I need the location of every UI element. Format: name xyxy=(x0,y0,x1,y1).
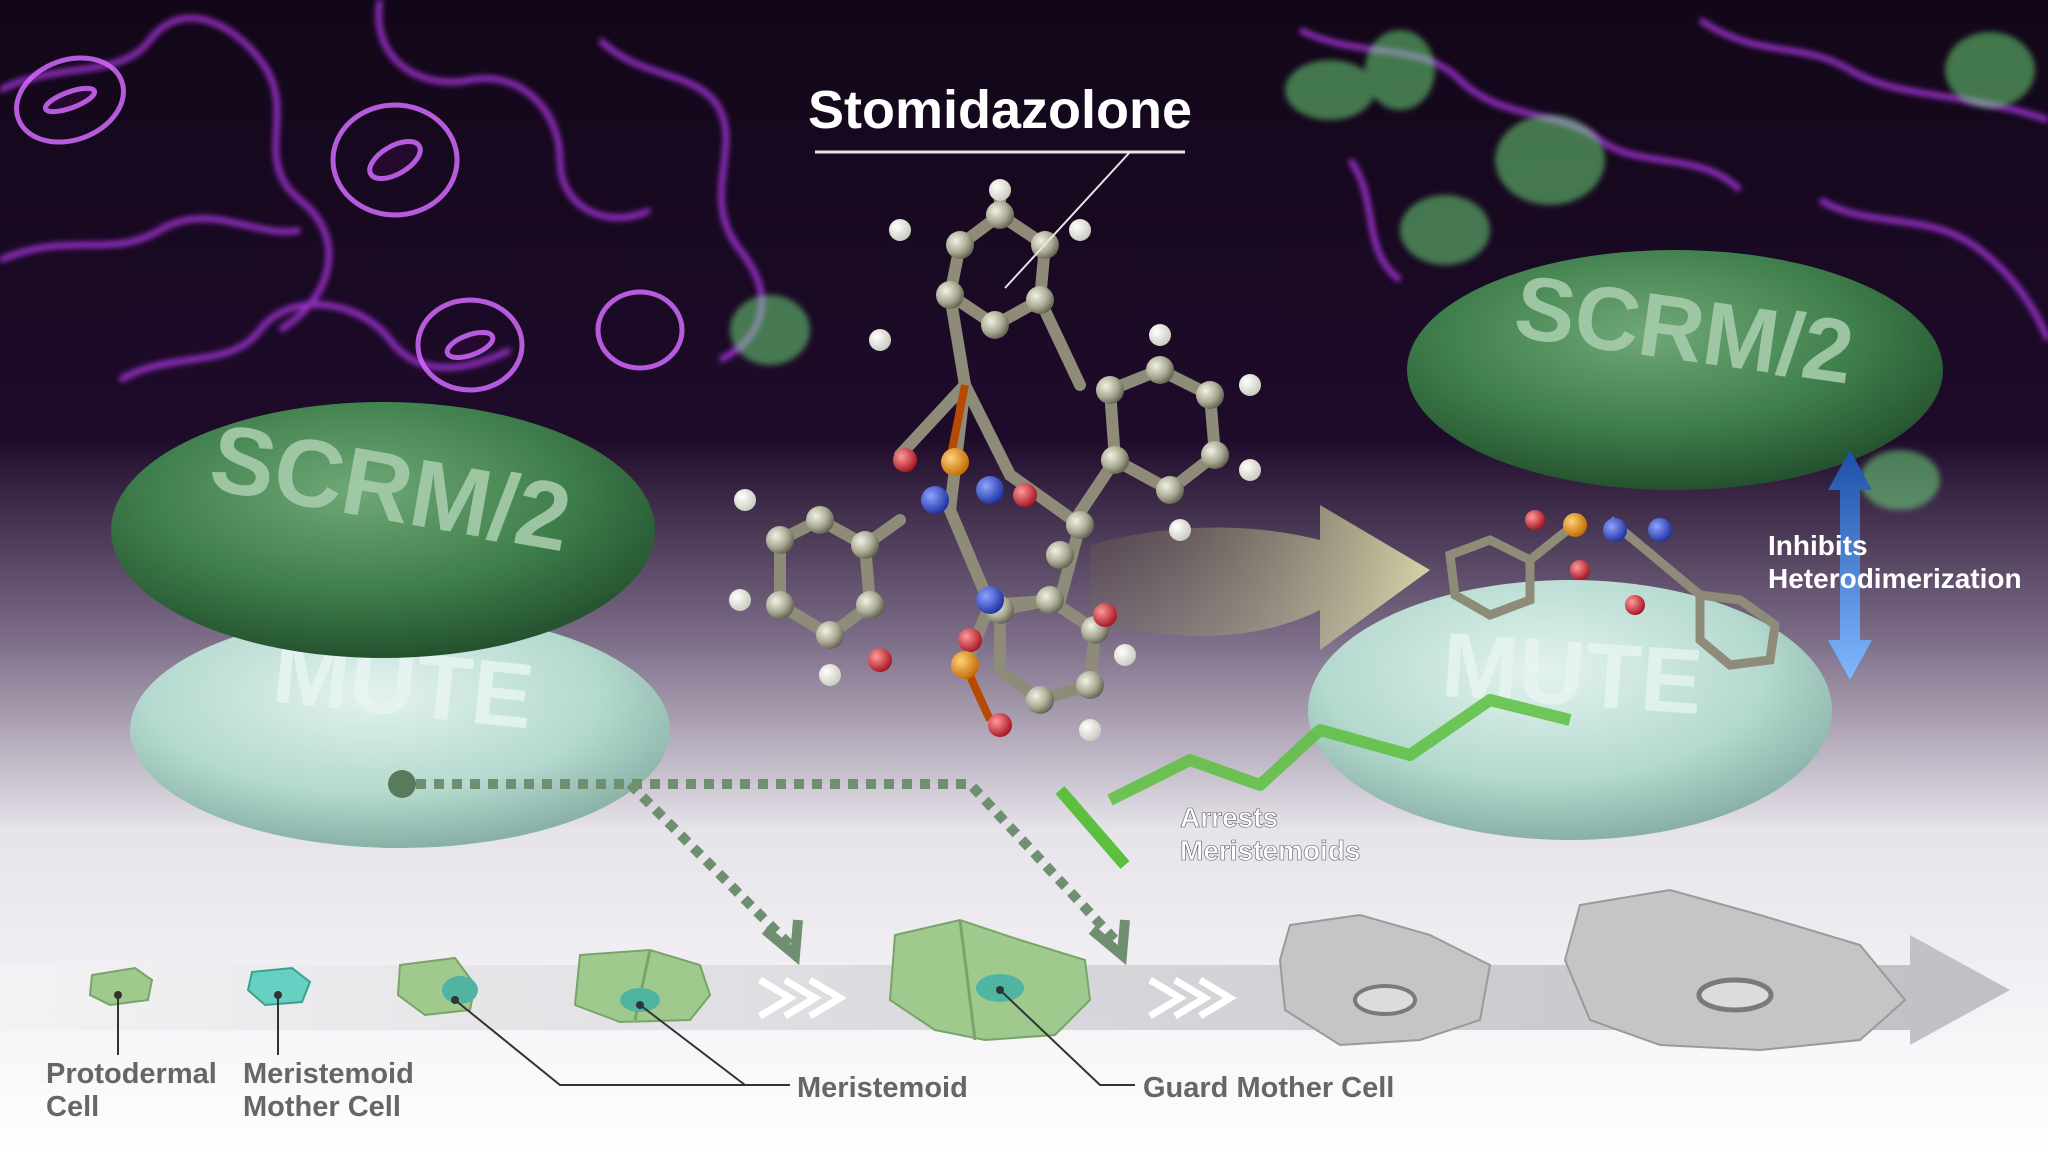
left-complex: MUTE SCRM/2 xyxy=(111,402,670,848)
micrograph-stomata xyxy=(14,55,685,393)
guard-mother-cell-stage xyxy=(888,918,1092,1042)
mute-pathway-arrows xyxy=(416,779,1119,949)
right-complex: MUTE SCRM/2 xyxy=(1308,250,1943,840)
mute-pathway-arrowheads xyxy=(761,919,1130,965)
stage-label-mmc-1: Meristemoid xyxy=(243,1058,414,1090)
meristemoid-stage-2 xyxy=(573,948,712,1024)
separation-arrow xyxy=(1828,450,1872,680)
micrograph-green-fluorescence xyxy=(730,30,2035,510)
mature-stoma xyxy=(1563,888,1907,1052)
effect-label-line2: Heterodimerization xyxy=(1768,563,2022,594)
protodermal-cell xyxy=(88,966,154,1007)
title-pointer xyxy=(1004,151,1131,289)
arrest-label-line2: Meristemoids xyxy=(1180,835,1361,866)
arrest-label-line1: Arrests xyxy=(1180,802,1278,833)
stage-leader-dots xyxy=(114,986,1004,1009)
chevrons xyxy=(758,976,1237,1020)
mute-origin-dot xyxy=(388,770,416,798)
left-scrm-protein xyxy=(111,402,655,658)
immature-stoma xyxy=(1278,913,1492,1047)
right-mute-label: MUTE xyxy=(1439,614,1706,734)
stage-label-protodermal-2: Cell xyxy=(46,1091,99,1123)
effect-label-line1: Inhibits xyxy=(1768,530,1868,561)
inhibition-symbol xyxy=(1055,694,1572,869)
stage-label-gmc: Guard Mother Cell xyxy=(1143,1072,1394,1104)
stage-leaders xyxy=(117,989,1135,1086)
stage-label-mmc-2: Mother Cell xyxy=(243,1091,401,1123)
transition-arrow xyxy=(1090,505,1430,650)
left-mute-protein xyxy=(130,612,670,848)
stage-label-protodermal-1: Protodermal xyxy=(46,1058,217,1090)
title: Stomidazolone xyxy=(808,80,1192,140)
meristemoid-mother-cell xyxy=(246,966,312,1007)
stomidazolone-molecule xyxy=(729,179,1261,741)
right-scrm-protein xyxy=(1407,250,1943,490)
stage-label-meristemoid: Meristemoid xyxy=(797,1072,968,1104)
